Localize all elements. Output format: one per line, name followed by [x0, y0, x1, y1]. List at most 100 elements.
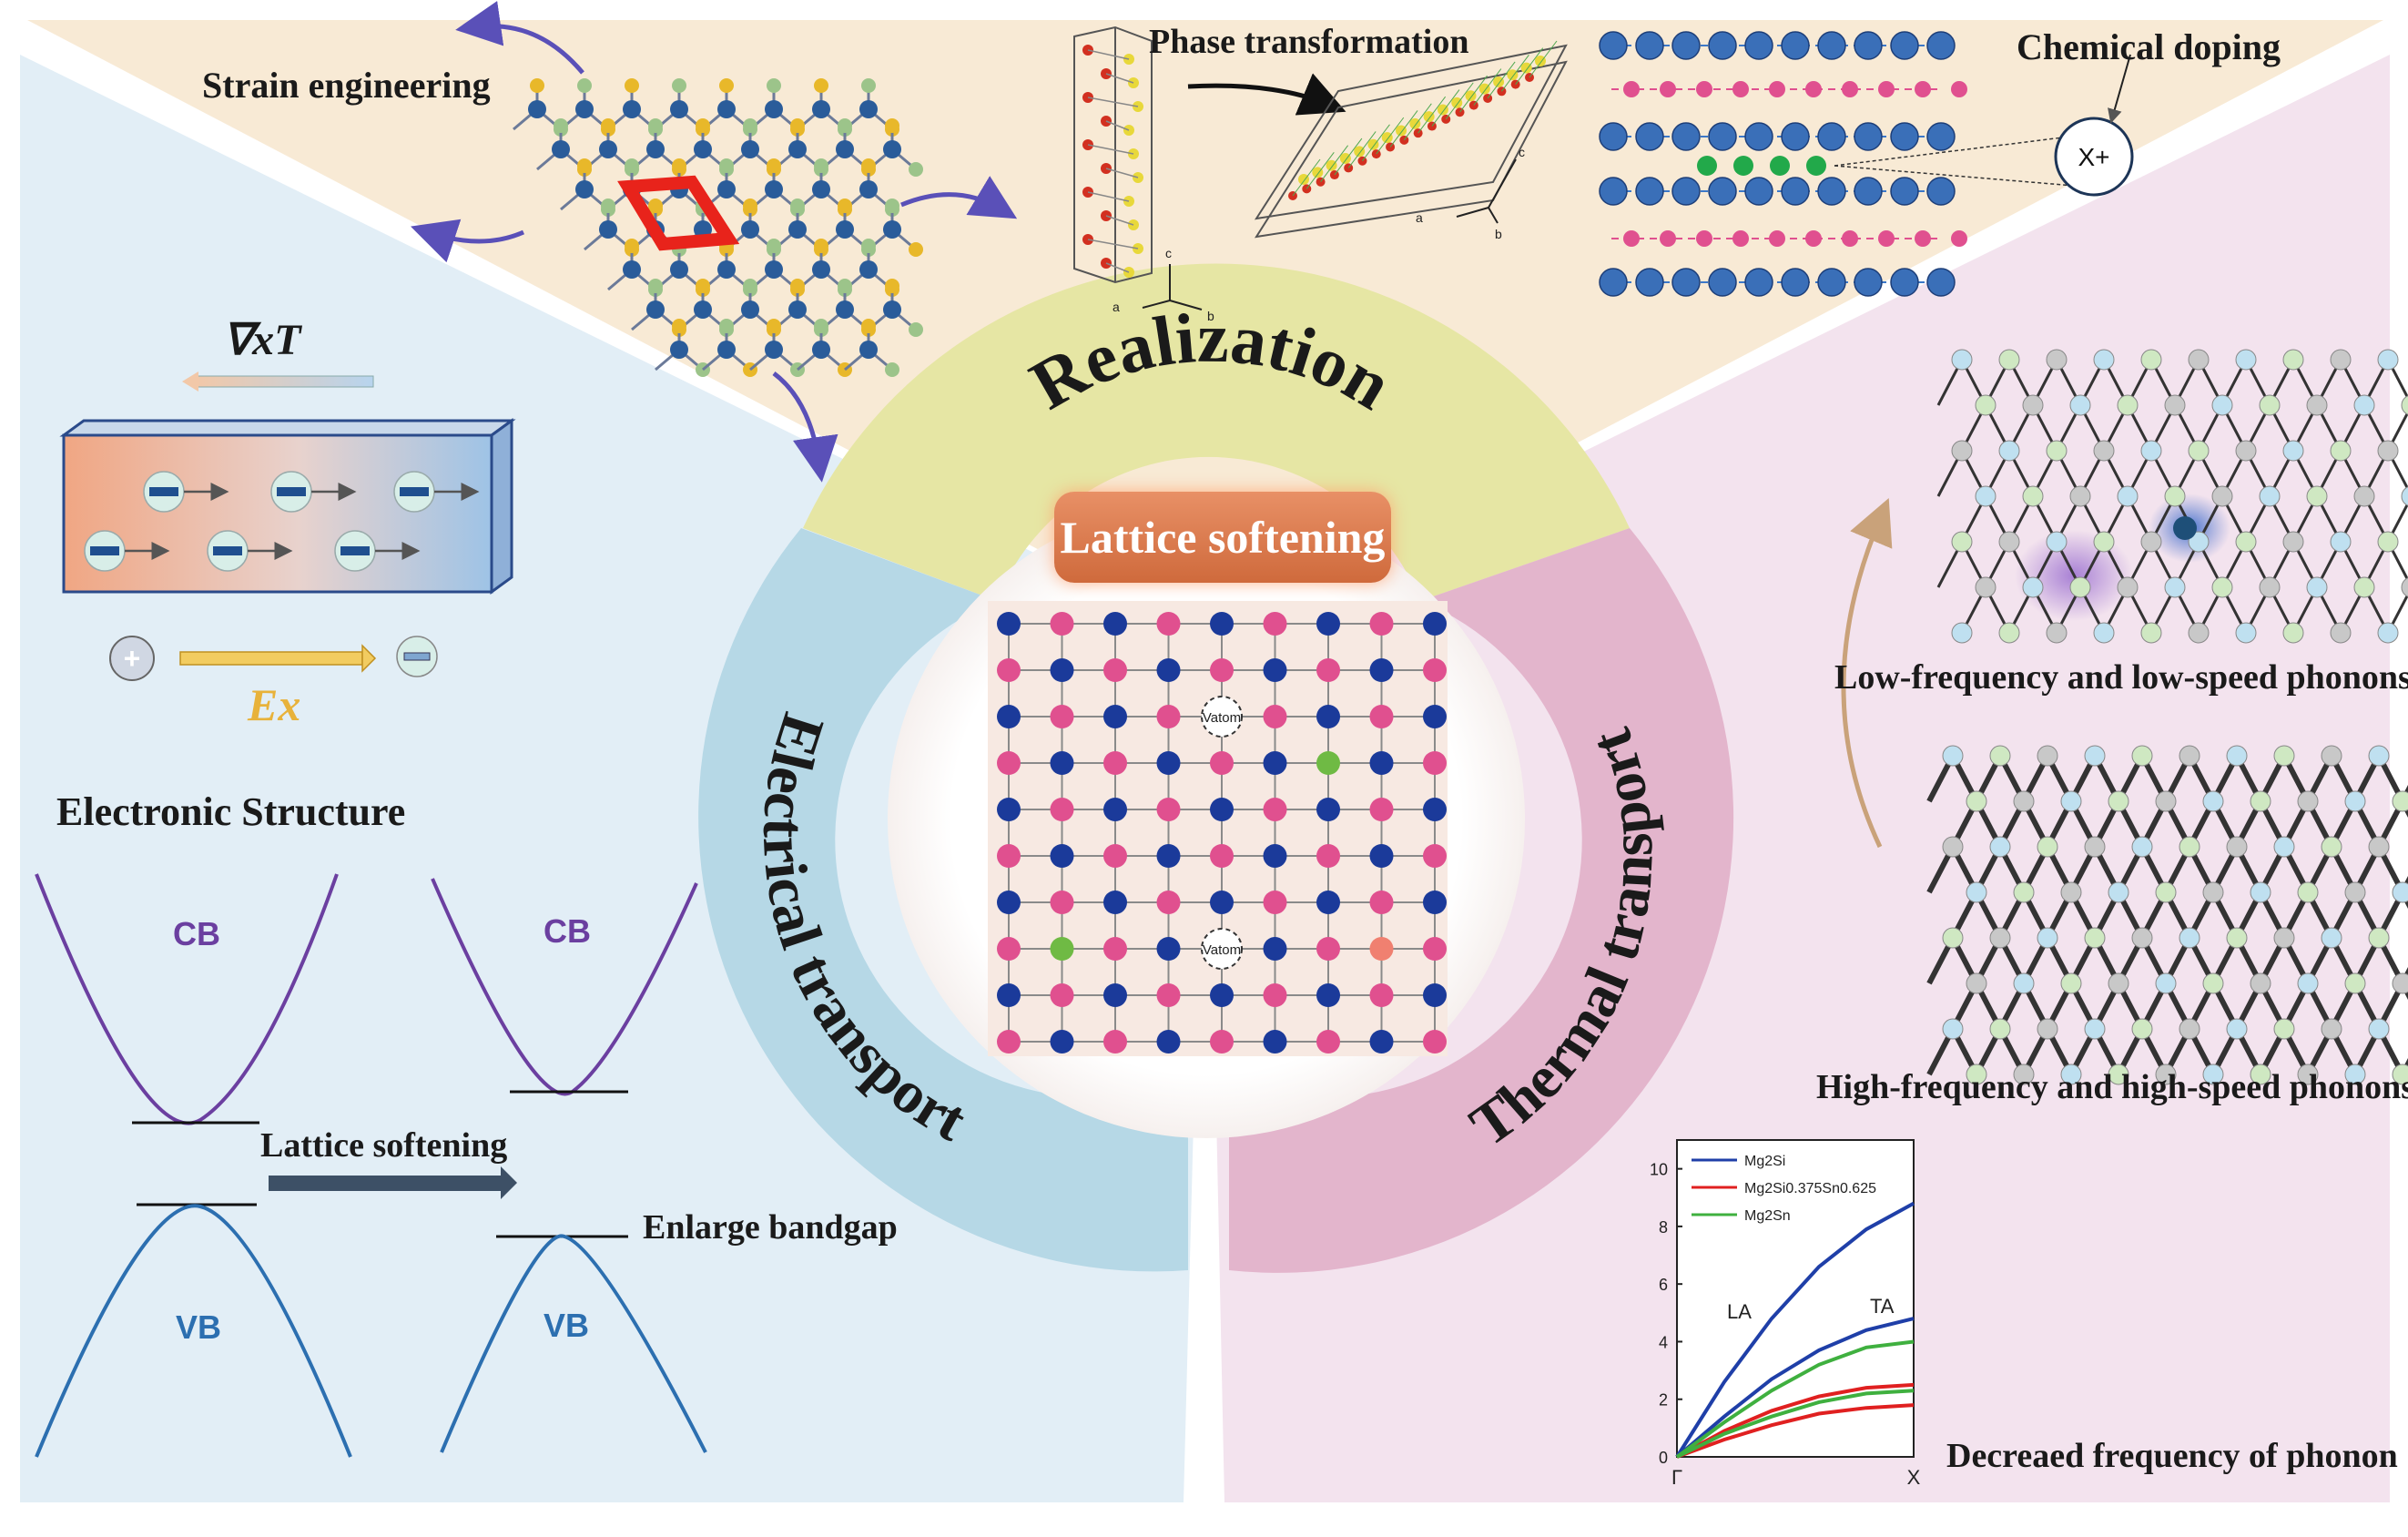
- dopant-atom: [1697, 156, 1717, 176]
- legend-entry: Mg2Sn: [1744, 1208, 1791, 1224]
- phonon-atom: [2330, 531, 2352, 553]
- lattice-atom: [997, 844, 1021, 868]
- phonon-atom: [2155, 881, 2177, 903]
- metal-atom: [670, 260, 688, 279]
- axis-c-label-2: c: [1519, 145, 1525, 159]
- lattice-atom: [1423, 1030, 1447, 1054]
- doping-label-pointer: [2108, 54, 2131, 124]
- phonon-atom: [1975, 394, 1997, 416]
- carrier-bar: [213, 546, 242, 555]
- y-tick-label: 10: [1650, 1161, 1668, 1179]
- chalcogen-atom: [814, 239, 828, 253]
- phonon-atom: [2273, 927, 2295, 949]
- phonon-atom: [2250, 790, 2271, 812]
- phonon-atom: [2368, 927, 2390, 949]
- chalcogen-atom: [601, 118, 615, 133]
- host-atom: [1854, 268, 1883, 297]
- chalcogen-atom: [743, 279, 757, 293]
- x-tick-label: Γ: [1671, 1466, 1682, 1489]
- chalcogen-atom: [696, 118, 710, 133]
- phonon-atom: [2179, 927, 2200, 949]
- chalcogen-atom: [909, 322, 923, 337]
- phonon-atom: [2037, 1018, 2058, 1040]
- flat-bond: [1473, 68, 1502, 106]
- phonon-atom: [2037, 927, 2058, 949]
- x-tick-label: X: [1907, 1466, 1921, 1489]
- metal-atom: [883, 140, 901, 158]
- lattice-atom: [1210, 798, 1234, 821]
- phonon-atom: [2306, 576, 2328, 598]
- cation-atom: [1535, 56, 1546, 66]
- metal-atom: [812, 180, 830, 198]
- lattice-atom: [1423, 844, 1447, 868]
- phonon-atom: [2084, 745, 2106, 767]
- chalcogen-atom: [861, 78, 876, 93]
- lattice-atom: [1050, 844, 1074, 868]
- host-atom: [1708, 31, 1737, 60]
- phonon-atom: [2202, 972, 2224, 994]
- electric-field-label: Ex: [248, 679, 301, 730]
- cation-atom: [1451, 97, 1463, 108]
- y-tick-label: 0: [1659, 1449, 1668, 1467]
- lattice-atom: [1316, 612, 1340, 636]
- phonon-atom: [2392, 790, 2408, 812]
- flat-cell: [1254, 40, 1568, 239]
- softening-arrow-head: [501, 1166, 517, 1199]
- phonon-atom: [2250, 1064, 2271, 1085]
- lattice-atom: [1210, 844, 1234, 868]
- host-atom: [1854, 177, 1883, 206]
- chalcogen-atom: [885, 118, 899, 133]
- phonon-atom: [2084, 1018, 2106, 1040]
- phonon-atom: [2259, 394, 2281, 416]
- host-atom: [1926, 268, 1956, 297]
- lattice-atom: [1103, 891, 1127, 914]
- phonon-atom: [2344, 972, 2366, 994]
- host-atom: [1951, 230, 1967, 247]
- phonon-atom: [2084, 836, 2106, 858]
- chalcogen-atom: [814, 319, 828, 333]
- flat-bond: [1362, 124, 1390, 162]
- flat-bond: [1515, 47, 1544, 85]
- vb-left-curve: [35, 1204, 352, 1458]
- phonon-atom: [2250, 881, 2271, 903]
- metal-atom: [765, 260, 783, 279]
- tall-bond: [1105, 262, 1130, 273]
- strain-lattice: [513, 78, 923, 377]
- phonon-atom: [2179, 745, 2200, 767]
- phonon-atom: [1966, 881, 1987, 903]
- phonon-atom: [2392, 972, 2408, 994]
- lattice-atom: [1423, 612, 1447, 636]
- carrier-bar: [400, 487, 429, 496]
- high-phonon-label: High-frequency and high-speed phonons: [1816, 1068, 2408, 1106]
- lattice-atom: [1369, 983, 1394, 1007]
- metal-atom: [859, 180, 878, 198]
- metal-atom: [883, 300, 901, 319]
- phonon-atom: [2164, 576, 2186, 598]
- phonon-atom: [2202, 790, 2224, 812]
- lattice-atom: [1316, 798, 1340, 821]
- lattice-atom: [1316, 751, 1340, 775]
- chalcogen-atom: [743, 198, 757, 213]
- vacancy-label: Vatom: [1203, 710, 1241, 726]
- host-atom: [1817, 268, 1846, 297]
- metal-atom: [765, 100, 783, 118]
- lattice-atom: [1210, 751, 1234, 775]
- lattice-atom: [1103, 1030, 1127, 1054]
- cation-atom: [1437, 104, 1448, 116]
- metal-atom: [528, 100, 546, 118]
- phonon-atom: [2060, 790, 2082, 812]
- host-atom: [1878, 230, 1895, 247]
- host-atom: [1781, 268, 1810, 297]
- phonon-atom: [2108, 790, 2129, 812]
- phonon-atom: [2344, 881, 2366, 903]
- lattice-atom: [1263, 937, 1287, 961]
- host-atom: [1805, 230, 1822, 247]
- tall-bond: [1087, 144, 1134, 155]
- lattice-atom: [1423, 937, 1447, 961]
- phonon-atom: [2022, 394, 2044, 416]
- chalcogen-atom: [861, 158, 876, 173]
- chalcogen-atom: [719, 158, 734, 173]
- lattice-atom: [1103, 612, 1127, 636]
- chalcogen-atom: [672, 158, 686, 173]
